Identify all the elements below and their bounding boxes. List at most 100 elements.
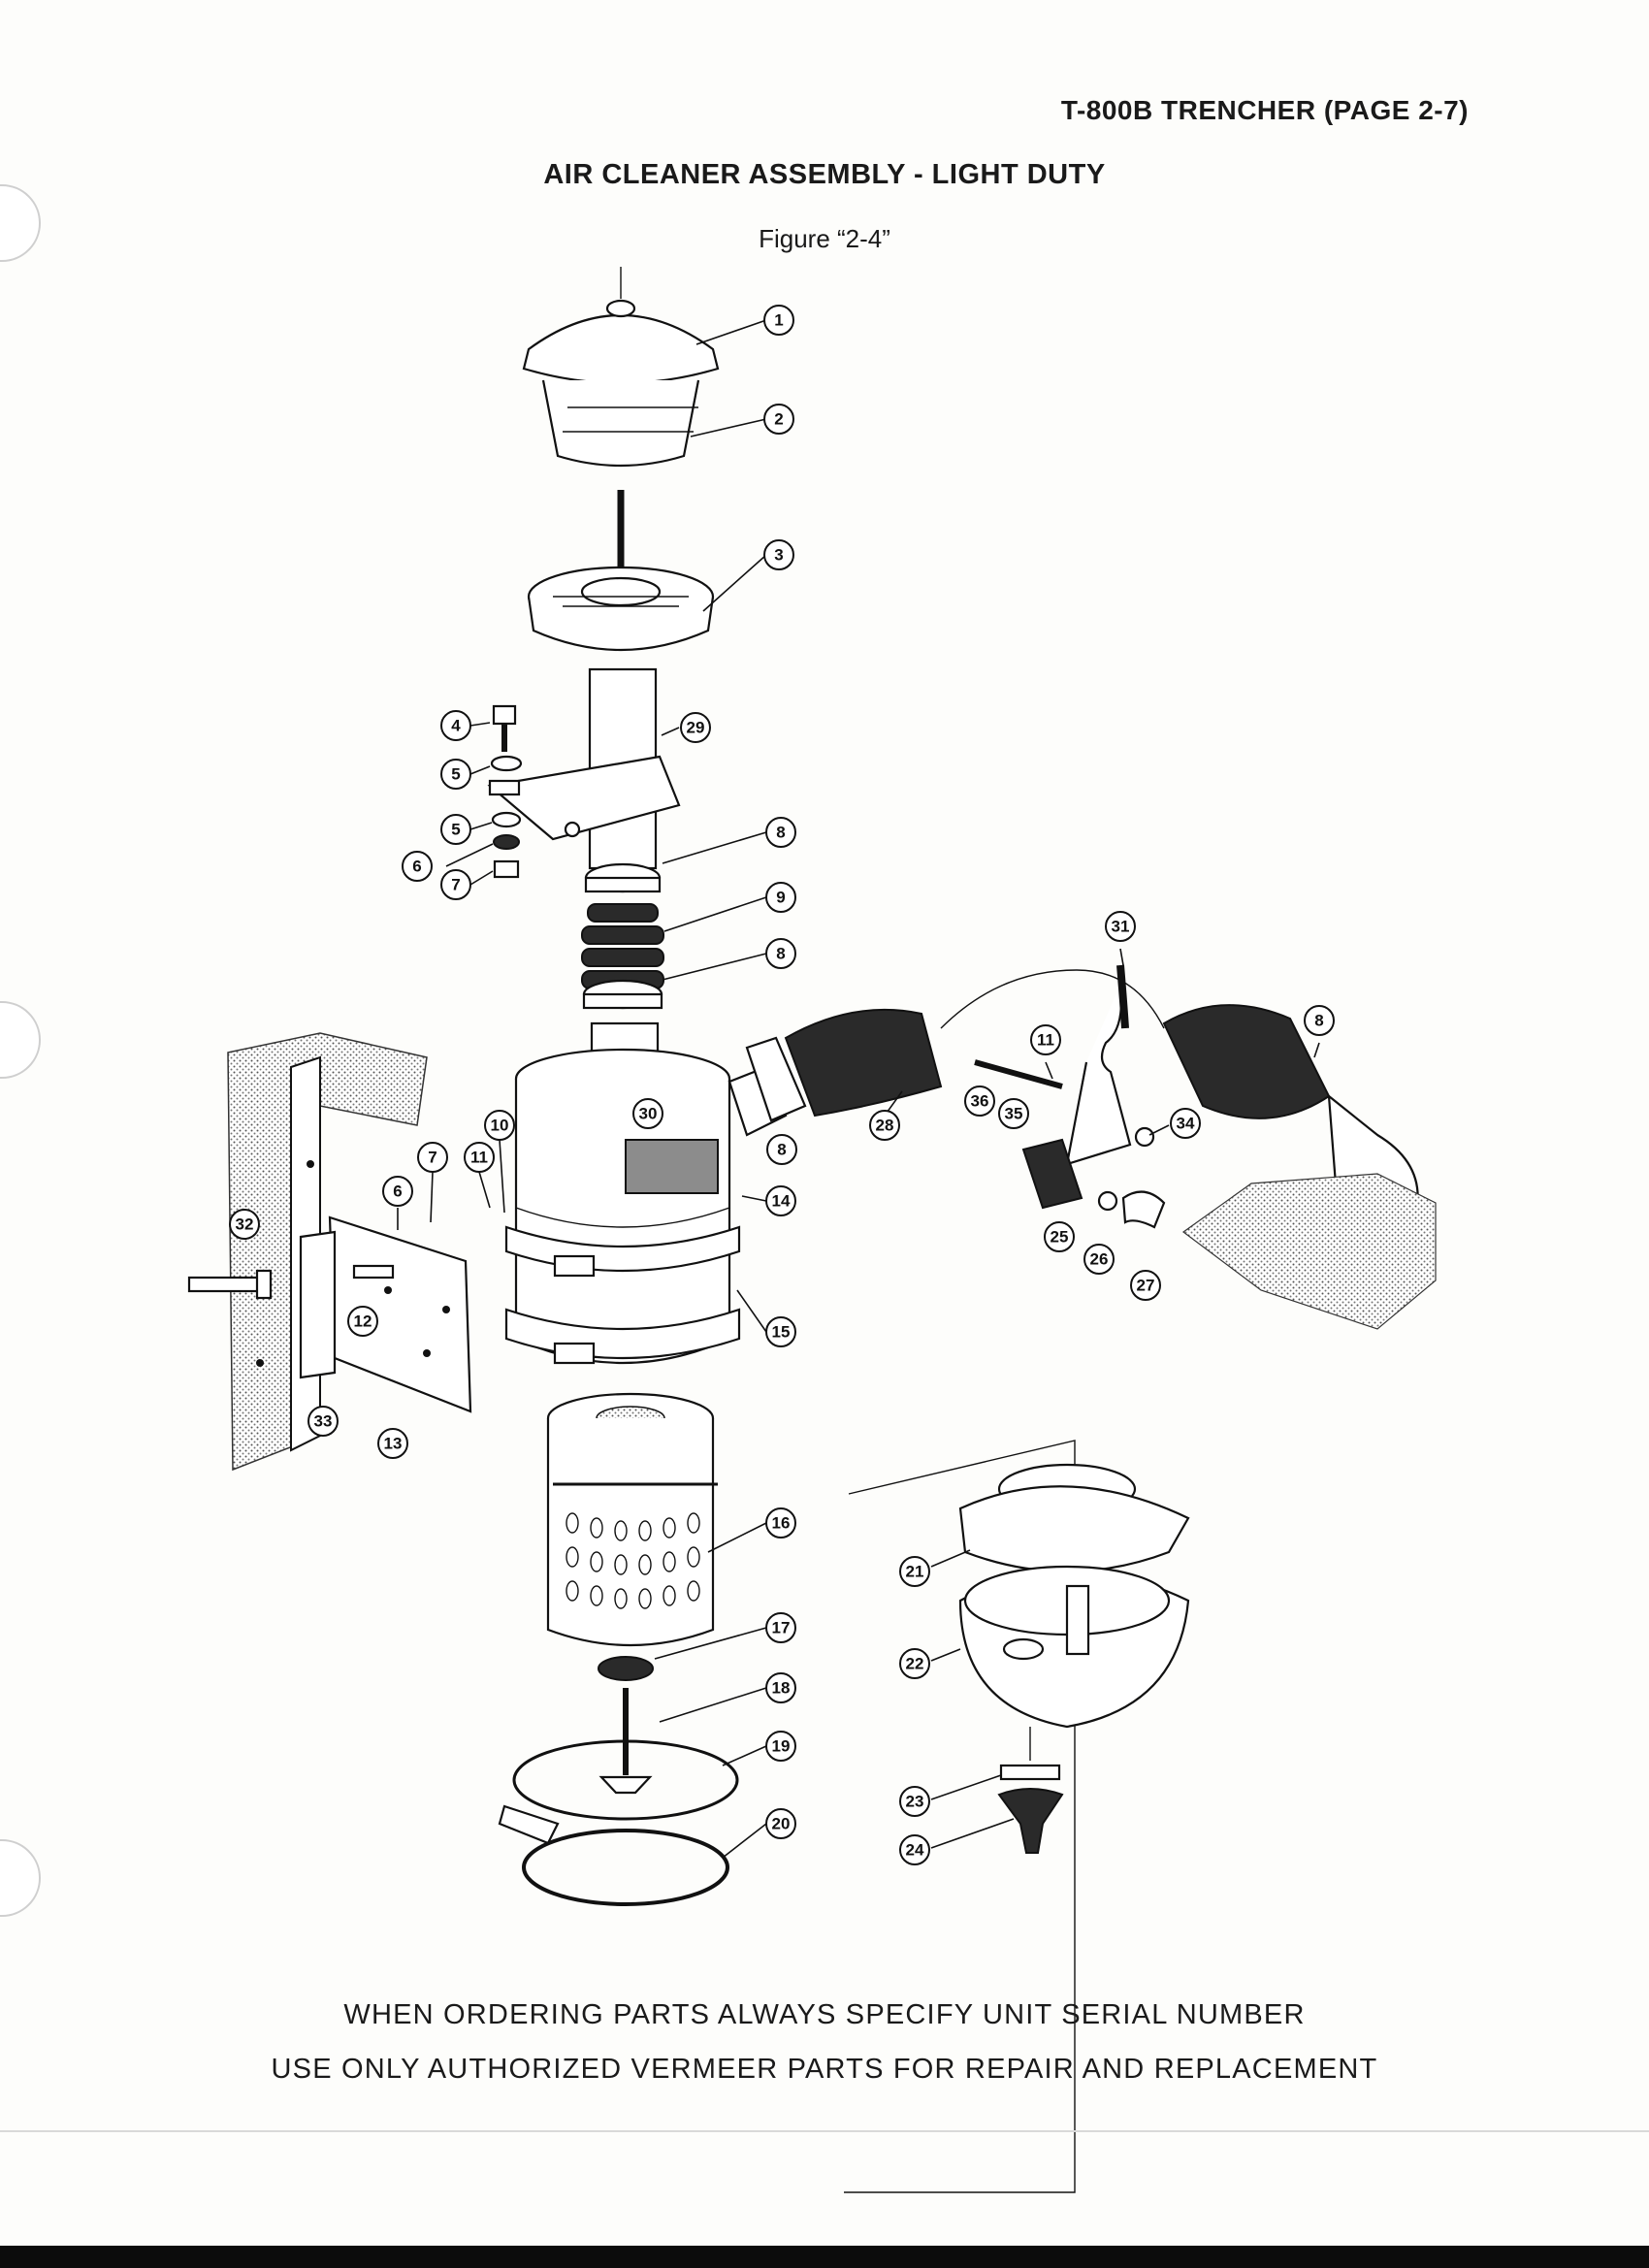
callout-36: 36: [964, 1085, 995, 1117]
callout-label: 23: [906, 1793, 924, 1811]
callout-label: 31: [1112, 918, 1130, 936]
callout-label: 25: [1051, 1228, 1069, 1247]
callout-27: 27: [1130, 1270, 1161, 1301]
callout-5b: 5: [440, 814, 471, 845]
callout-label: 9: [776, 889, 785, 907]
callout-label: 28: [876, 1117, 894, 1135]
callout-label: 36: [971, 1092, 989, 1111]
callout-label: 34: [1177, 1115, 1195, 1133]
callout-6a: 6: [402, 851, 433, 882]
callout-label: 15: [772, 1323, 791, 1342]
footer-note-parts: USE ONLY AUTHORIZED VERMEER PARTS FOR RE…: [271, 2054, 1378, 2085]
callout-label: 2: [774, 410, 783, 429]
callout-label: 24: [906, 1841, 924, 1860]
page-reference: T-800B TRENCHER (PAGE 2-7): [1060, 95, 1469, 125]
callout-15: 15: [765, 1316, 796, 1347]
callout-20: 20: [765, 1808, 796, 1839]
callout-label: 21: [906, 1563, 924, 1581]
air-cleaner-body: [504, 1048, 788, 1365]
callout-28: 28: [869, 1110, 900, 1141]
callout-label: 5: [451, 765, 460, 784]
callout-label: 1: [774, 311, 783, 330]
callout-label: 8: [777, 1141, 786, 1159]
callout-label: 22: [906, 1655, 924, 1673]
callout-label: 13: [384, 1435, 403, 1453]
callout-label: 35: [1005, 1105, 1023, 1123]
callout-label: 11: [470, 1149, 488, 1167]
callout-label: 19: [772, 1737, 791, 1756]
callout-label: 12: [354, 1312, 372, 1331]
engine-block-area: [1181, 1173, 1437, 1330]
callout-7a: 7: [440, 869, 471, 900]
callout-5a: 5: [440, 759, 471, 790]
callout-12: 12: [347, 1306, 378, 1337]
callout-35: 35: [998, 1098, 1029, 1129]
callout-label: 26: [1090, 1250, 1109, 1269]
callout-8b: 8: [765, 938, 796, 969]
callout-1: 1: [763, 305, 794, 336]
callout-6b: 6: [382, 1176, 413, 1207]
callout-label: 17: [772, 1619, 791, 1637]
callout-8d: 8: [1304, 1005, 1335, 1036]
callout-label: 4: [451, 717, 461, 735]
callout-16: 16: [765, 1507, 796, 1539]
callout-label: 14: [772, 1192, 791, 1211]
bolt-stack-left: [488, 704, 523, 879]
callout-label: 16: [772, 1514, 791, 1533]
callout-label: 20: [772, 1815, 791, 1833]
dust-cup-assembly: [844, 1440, 1190, 2193]
callout-13: 13: [377, 1428, 408, 1459]
callout-3: 3: [763, 539, 794, 570]
callout-22: 22: [899, 1648, 930, 1679]
callout-label: 3: [774, 546, 783, 565]
footer-note-serial: WHEN ORDERING PARTS ALWAYS SPECIFY UNIT …: [343, 1999, 1306, 2030]
callout-8a: 8: [765, 817, 796, 848]
callout-10: 10: [484, 1110, 515, 1141]
callout-31: 31: [1105, 911, 1136, 942]
callout-32: 32: [229, 1209, 260, 1240]
callout-2: 2: [763, 404, 794, 435]
hose-support-bracket: [974, 964, 1166, 1229]
callout-label: 32: [236, 1215, 254, 1234]
callout-17: 17: [765, 1612, 796, 1643]
lower-hardware: [498, 1656, 739, 1906]
callout-label: 6: [393, 1183, 402, 1201]
callout-label: 30: [639, 1105, 658, 1123]
callout-9: 9: [765, 882, 796, 913]
callout-label: 27: [1137, 1277, 1155, 1295]
callout-label: 7: [451, 876, 460, 894]
inlet-tube: [487, 667, 681, 870]
callout-label: 10: [491, 1117, 509, 1135]
callout-label: 8: [776, 824, 785, 842]
callout-11a: 11: [464, 1142, 495, 1173]
callout-25: 25: [1044, 1221, 1075, 1252]
callout-21: 21: [899, 1556, 930, 1587]
callout-label: 8: [776, 945, 785, 963]
callout-label: 6: [412, 858, 421, 876]
precleaner-cap: [522, 267, 720, 468]
callout-14: 14: [765, 1185, 796, 1216]
callout-label: 8: [1314, 1012, 1323, 1030]
callout-33: 33: [307, 1406, 339, 1437]
bottom-rule: [0, 2130, 1649, 2132]
callout-18: 18: [765, 1672, 796, 1703]
filter-element: [546, 1392, 718, 1647]
page-title: AIR CLEANER ASSEMBLY - LIGHT DUTY: [543, 159, 1106, 190]
callout-label: 29: [687, 719, 705, 737]
scan-edge-band: [0, 2246, 1649, 2268]
callout-4: 4: [440, 710, 471, 741]
callout-34: 34: [1170, 1108, 1201, 1139]
callout-label: 18: [772, 1679, 791, 1698]
callout-23: 23: [899, 1786, 930, 1817]
callout-30: 30: [632, 1098, 663, 1129]
mounting-bracket: [187, 1215, 472, 1413]
leader-lines: [397, 319, 1320, 1859]
vane-assembly: [527, 566, 715, 652]
callout-label: 5: [451, 821, 460, 839]
callout-8c: 8: [766, 1134, 797, 1165]
callout-29: 29: [680, 712, 711, 743]
callout-24: 24: [899, 1834, 930, 1865]
callout-26: 26: [1083, 1244, 1115, 1275]
